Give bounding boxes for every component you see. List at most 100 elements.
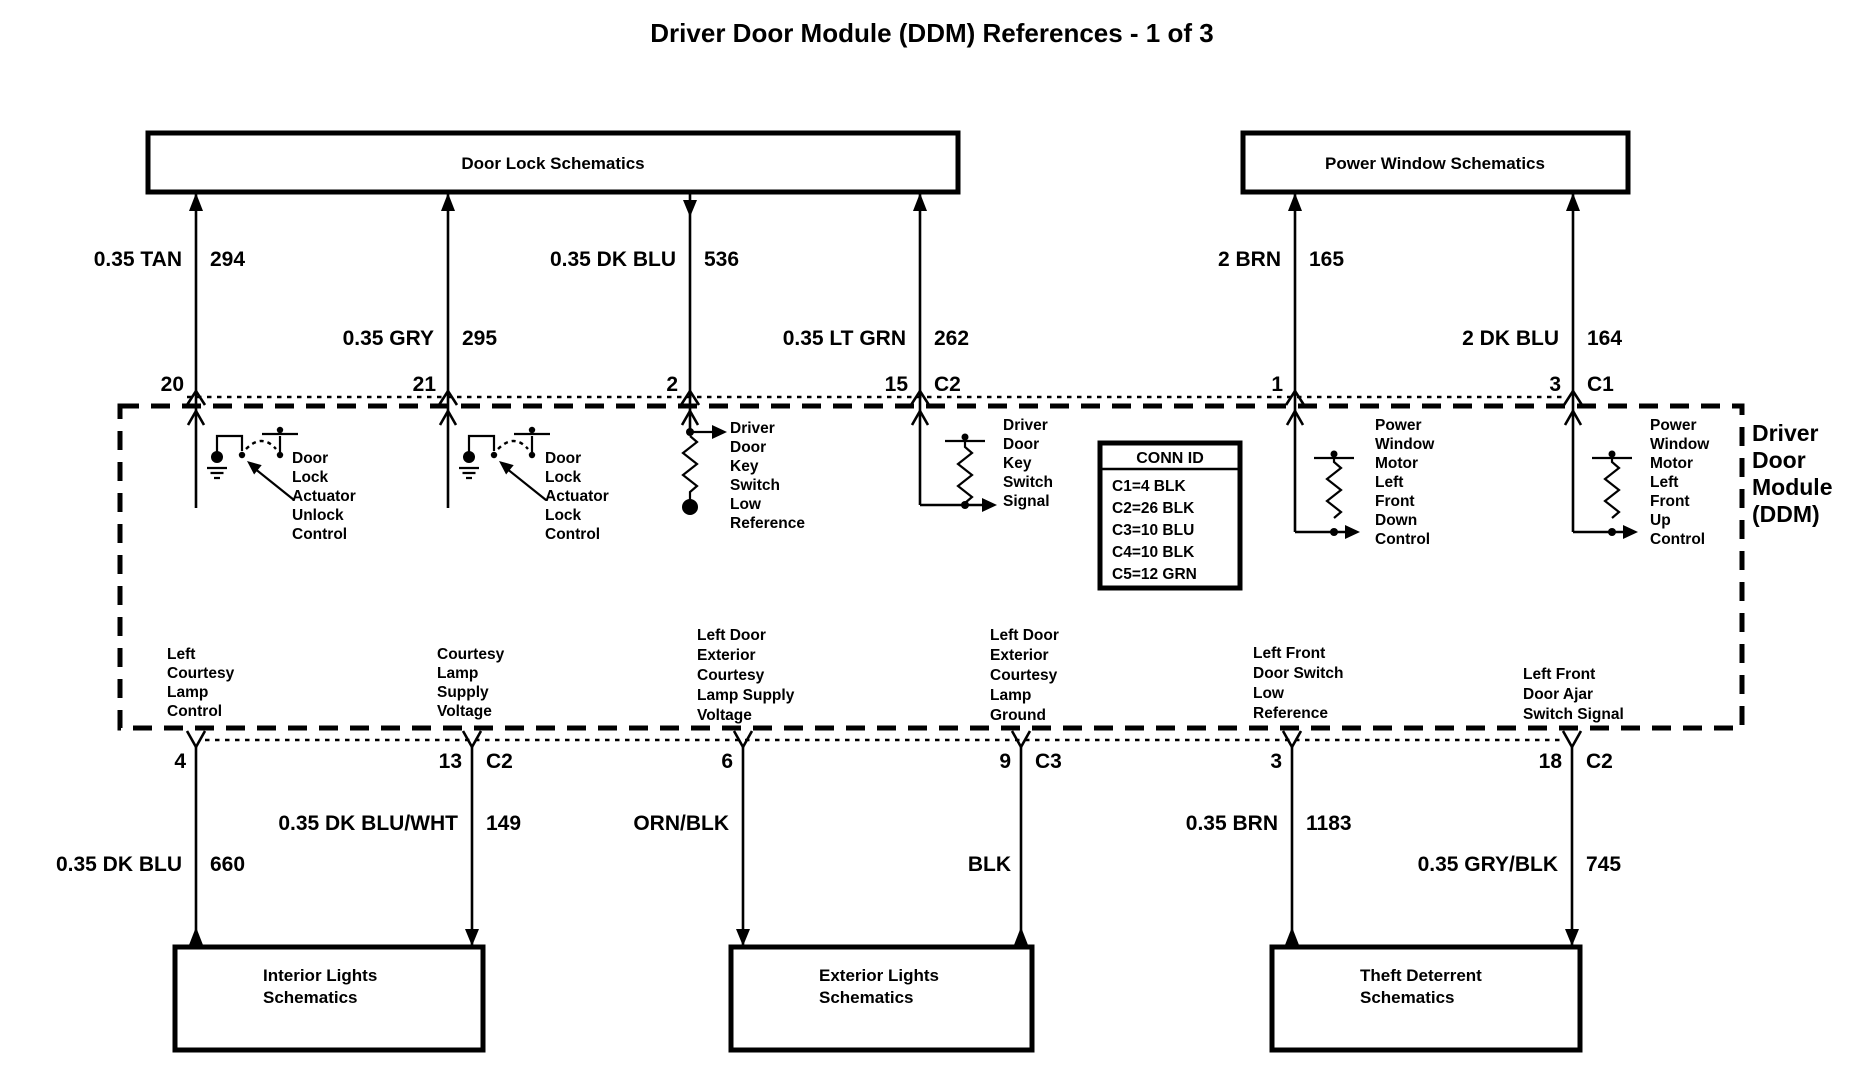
connector-label: C1 [1587, 373, 1614, 396]
pin-label: 3 [1270, 750, 1282, 773]
arrow-up-icon [189, 193, 203, 211]
arrow-up-icon [1566, 193, 1580, 211]
wire-circuit-label: 660 [210, 853, 245, 876]
connector-label: C2 [486, 750, 513, 773]
arrow-up-icon [1014, 927, 1028, 945]
wire-circuit-label: 165 [1309, 248, 1344, 271]
wire-circuit-label: 262 [934, 327, 969, 350]
key-switch-low-reference-symbol [681, 425, 727, 515]
bottom-wire-lines [189, 747, 1579, 946]
power-window-schematics-box: Power Window Schematics [1240, 130, 1631, 195]
page-title: Driver Door Module (DDM) References - 1 … [650, 18, 1213, 48]
arrow-down-icon [1565, 929, 1579, 946]
bottom-wire-labels: 0.35 DK BLU/WHT 149 ORN/BLK 0.35 BRN 118… [56, 812, 1621, 876]
arrow-up-icon [1285, 927, 1299, 945]
wire-color-label: 0.35 BRN [1186, 812, 1278, 835]
arrow-up-icon [913, 193, 927, 211]
arrow-right-icon [712, 425, 727, 439]
ground-icon [459, 466, 479, 480]
top-wire-lines [189, 192, 1580, 406]
ddm-boundary [117, 403, 1745, 731]
wire-color-label: 0.35 LT GRN [783, 327, 906, 350]
power-window-motor-up-symbol [1573, 450, 1638, 539]
wire-circuit-label: 745 [1586, 853, 1621, 876]
top-wire-labels: 0.35 TAN 294 0.35 DK BLU 536 2 BRN 165 0… [94, 248, 1623, 350]
arrow-up-icon [1288, 193, 1302, 211]
door-lock-actuator-lock-symbol [459, 426, 550, 501]
pin-label: 21 [413, 373, 437, 396]
pin-label: 9 [999, 750, 1011, 773]
pin-label: 20 [161, 373, 184, 396]
pin-label: 13 [439, 750, 462, 773]
wire-circuit-label: 164 [1587, 327, 1622, 350]
wire-color-label: 0.35 DK BLU [56, 853, 182, 876]
arrow-right-icon [1623, 525, 1638, 539]
key-switch-signal-symbol [920, 433, 997, 512]
arrow-down-icon [683, 200, 697, 217]
arrow-right-icon [982, 498, 997, 512]
connector-label: C2 [1586, 750, 1613, 773]
switch-lever-arrow-icon [499, 461, 514, 475]
wire-circuit-label: 149 [486, 812, 521, 835]
pin-label: 3 [1549, 373, 1561, 396]
arrow-right-icon [1345, 525, 1360, 539]
wire-color-label: 0.35 GRY/BLK [1418, 853, 1558, 876]
wire-color-label: 2 BRN [1218, 248, 1281, 271]
wire-color-label: 0.35 GRY [343, 327, 434, 350]
wire-circuit-label: 294 [210, 248, 245, 271]
power-window-motor-down-symbol [1295, 450, 1360, 539]
resistor-icon [1314, 456, 1354, 519]
resistor-icon [1592, 456, 1632, 519]
arrow-up-icon [441, 193, 455, 211]
wire-color-label: 0.35 TAN [94, 248, 182, 271]
wire-color-label: 0.35 DK BLU/WHT [278, 812, 458, 835]
wire-circuit-label: 536 [704, 248, 739, 271]
pin-label: 4 [174, 750, 186, 773]
connector-label: C3 [1035, 750, 1062, 773]
pin-label: 6 [721, 750, 733, 773]
wire-color-label: 2 DK BLU [1462, 327, 1559, 350]
arrow-down-icon [465, 929, 479, 946]
connector-label: C2 [934, 373, 961, 396]
pin-label: 15 [885, 373, 909, 396]
wire-circuit-label: 1183 [1306, 812, 1352, 835]
resistor-icon [945, 439, 985, 504]
conn-id-header: CONN ID [1136, 450, 1204, 467]
pin-label: 1 [1271, 373, 1283, 396]
pin-label: 18 [1539, 750, 1563, 773]
power-window-schematics-label: Power Window Schematics [1325, 154, 1545, 173]
bottom-pin-labels: 4 13 C2 6 9 C3 3 18 C2 [174, 750, 1613, 773]
arrow-down-icon [736, 929, 750, 946]
door-lock-schematics-label: Door Lock Schematics [461, 154, 644, 173]
ddm-internal-wires [194, 406, 1575, 532]
wire-color-label: ORN/BLK [633, 812, 729, 835]
pin-label: 2 [666, 373, 678, 396]
wire-color-label: 0.35 DK BLU [550, 248, 676, 271]
top-pin-labels: 20 21 2 15 C2 1 3 C1 [161, 373, 1615, 396]
door-lock-schematics-box: Door Lock Schematics [145, 130, 961, 195]
door-lock-actuator-unlock-symbol [207, 426, 298, 501]
wire-circuit-label: 295 [462, 327, 497, 350]
arrow-up-icon [189, 927, 203, 945]
